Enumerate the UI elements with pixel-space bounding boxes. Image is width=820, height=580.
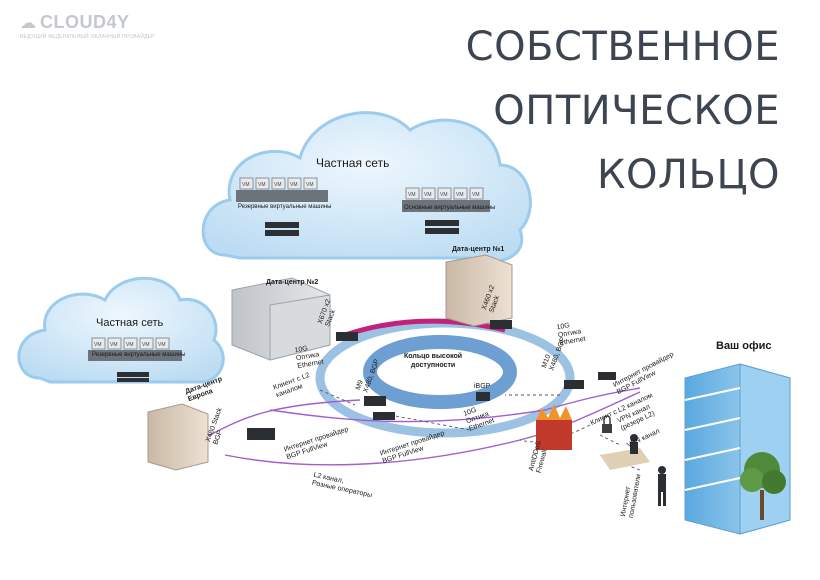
ring-label-line2: доступности [410, 362, 456, 369]
vm-label: VM [158, 342, 166, 348]
switch-isp-right [598, 372, 616, 380]
vm-group-main-big [402, 187, 490, 234]
tree-icon [740, 452, 786, 520]
vm-label: VM [456, 192, 464, 198]
dc1-label: Дата-центр №1 [452, 246, 505, 253]
datacenter-1-building [445, 254, 513, 327]
node-ibgp-label: iBGP [474, 383, 491, 390]
cloud-private-network-small [17, 276, 225, 384]
cloud4y-logo: ☁ CLOUD4Y [20, 12, 130, 33]
vm-label: VM [306, 182, 314, 188]
internet-user-person [658, 466, 666, 506]
vm-label: VM [258, 182, 266, 188]
switch-m9-b [373, 412, 395, 420]
optic-left-label: 10G Оптика Ethernet [294, 343, 324, 371]
optical-ring [315, 318, 575, 438]
cloud-big-reserve-label: Резервные виртуальные машины [238, 204, 332, 210]
switch-x670 [336, 332, 358, 341]
switch-x480-stack [247, 428, 275, 440]
vm-label: VM [440, 192, 448, 198]
vm-label: VM [472, 192, 480, 198]
title-line-2: ОПТИЧЕСКОЕ [493, 88, 780, 134]
lock-icon [602, 415, 612, 433]
vm-label: VM [242, 182, 250, 188]
datacenter-europa-building [147, 403, 209, 471]
cloud-small-reserve-label: Резервные виртуальные машины [92, 352, 186, 358]
switch-m10 [564, 380, 584, 389]
office-building [684, 363, 791, 535]
logo-text: CLOUD4Y [40, 12, 130, 32]
vm-label: VM [408, 192, 416, 198]
l2-lines [199, 387, 641, 466]
ring-label: Кольцо высокой доступности [404, 352, 462, 370]
cloud-big-main-label: Основные виртуальные машины [404, 205, 496, 211]
vm-label: VM [274, 182, 282, 188]
ring-label-line1: Кольцо высокой [404, 353, 463, 360]
vm-label: VM [126, 342, 134, 348]
cloud-big-label: Частная сеть [316, 156, 390, 170]
antiddos-firewall [536, 404, 572, 450]
office-label: Ваш офис [716, 340, 772, 352]
vm-label: VM [290, 182, 298, 188]
switch-devices [247, 320, 616, 440]
vm-group-reserve-small [88, 337, 182, 382]
vm-group-reserve-big [236, 177, 328, 236]
vm-label: VM [110, 342, 118, 348]
vm-labels: VM VM VM VM VM VM VM VM VM VM VM VM VM V… [94, 182, 480, 348]
dashed-links [319, 389, 641, 471]
switch-m9 [364, 396, 386, 406]
vm-label: VM [424, 192, 432, 198]
cloud-logo-icon: ☁ [20, 14, 36, 32]
logo-subtitle: ВЕДУЩИЙ ФЕДЕРАЛЬНЫЙ ОБЛАЧНЫЙ ПРОВАЙДЕР [20, 34, 155, 40]
office-user-desk [600, 434, 650, 470]
datacenter-2-building [231, 277, 331, 361]
vm-label: VM [94, 342, 102, 348]
title-line-1: СОБСТВЕННОЕ [465, 24, 780, 70]
optic-right-label: 10G Оптика Ethernet [556, 320, 586, 348]
dc2-label: Дата-центр №2 [266, 279, 319, 286]
vm-label: VM [142, 342, 150, 348]
switch-x460 [490, 320, 512, 329]
title-line-3: КОЛЬЦО [597, 152, 780, 198]
cloud-small-label: Частная сеть [96, 317, 164, 329]
switch-ibgp [476, 392, 490, 401]
